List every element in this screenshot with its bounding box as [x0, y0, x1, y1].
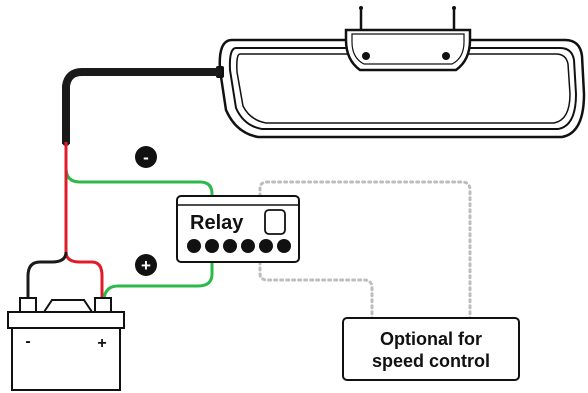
- mounting-bracket: [344, 28, 472, 72]
- optional-note-box: Optional for speed control: [342, 317, 520, 381]
- battery-negative-label: -: [25, 333, 30, 350]
- bracket-bolt-left: [362, 52, 370, 60]
- relay-terminals: [187, 239, 291, 253]
- relay-box: Relay: [176, 195, 300, 263]
- battery-positive-label: +: [97, 335, 106, 352]
- optional-wire-1: [258, 180, 472, 320]
- positive-wire: [64, 142, 104, 298]
- relay-to-battery-wire: [102, 262, 214, 299]
- negative-badge: -: [135, 146, 157, 168]
- battery-terminal-negative: [19, 297, 37, 313]
- battery-terminal-positive: [94, 297, 112, 313]
- relay-indicator: [264, 209, 286, 235]
- battery: - +: [7, 297, 125, 391]
- positive-badge-label: +: [141, 256, 151, 275]
- light-bar-housing-inner: [228, 47, 578, 130]
- light-bar-housing-outer: [218, 38, 586, 139]
- negative-badge-label: -: [143, 148, 149, 167]
- light-bar: [216, 6, 586, 139]
- main-cable: [62, 68, 222, 146]
- optional-wire-2: [258, 260, 374, 320]
- bracket-bolt-right: [442, 52, 450, 60]
- positive-badge: +: [135, 254, 157, 276]
- relay-label: Relay: [190, 212, 244, 234]
- light-bar-housing-innermost: [236, 53, 571, 124]
- optional-note-line1: Optional for: [380, 329, 482, 349]
- optional-note-line2: speed control: [372, 351, 490, 371]
- negative-wire: [26, 251, 68, 298]
